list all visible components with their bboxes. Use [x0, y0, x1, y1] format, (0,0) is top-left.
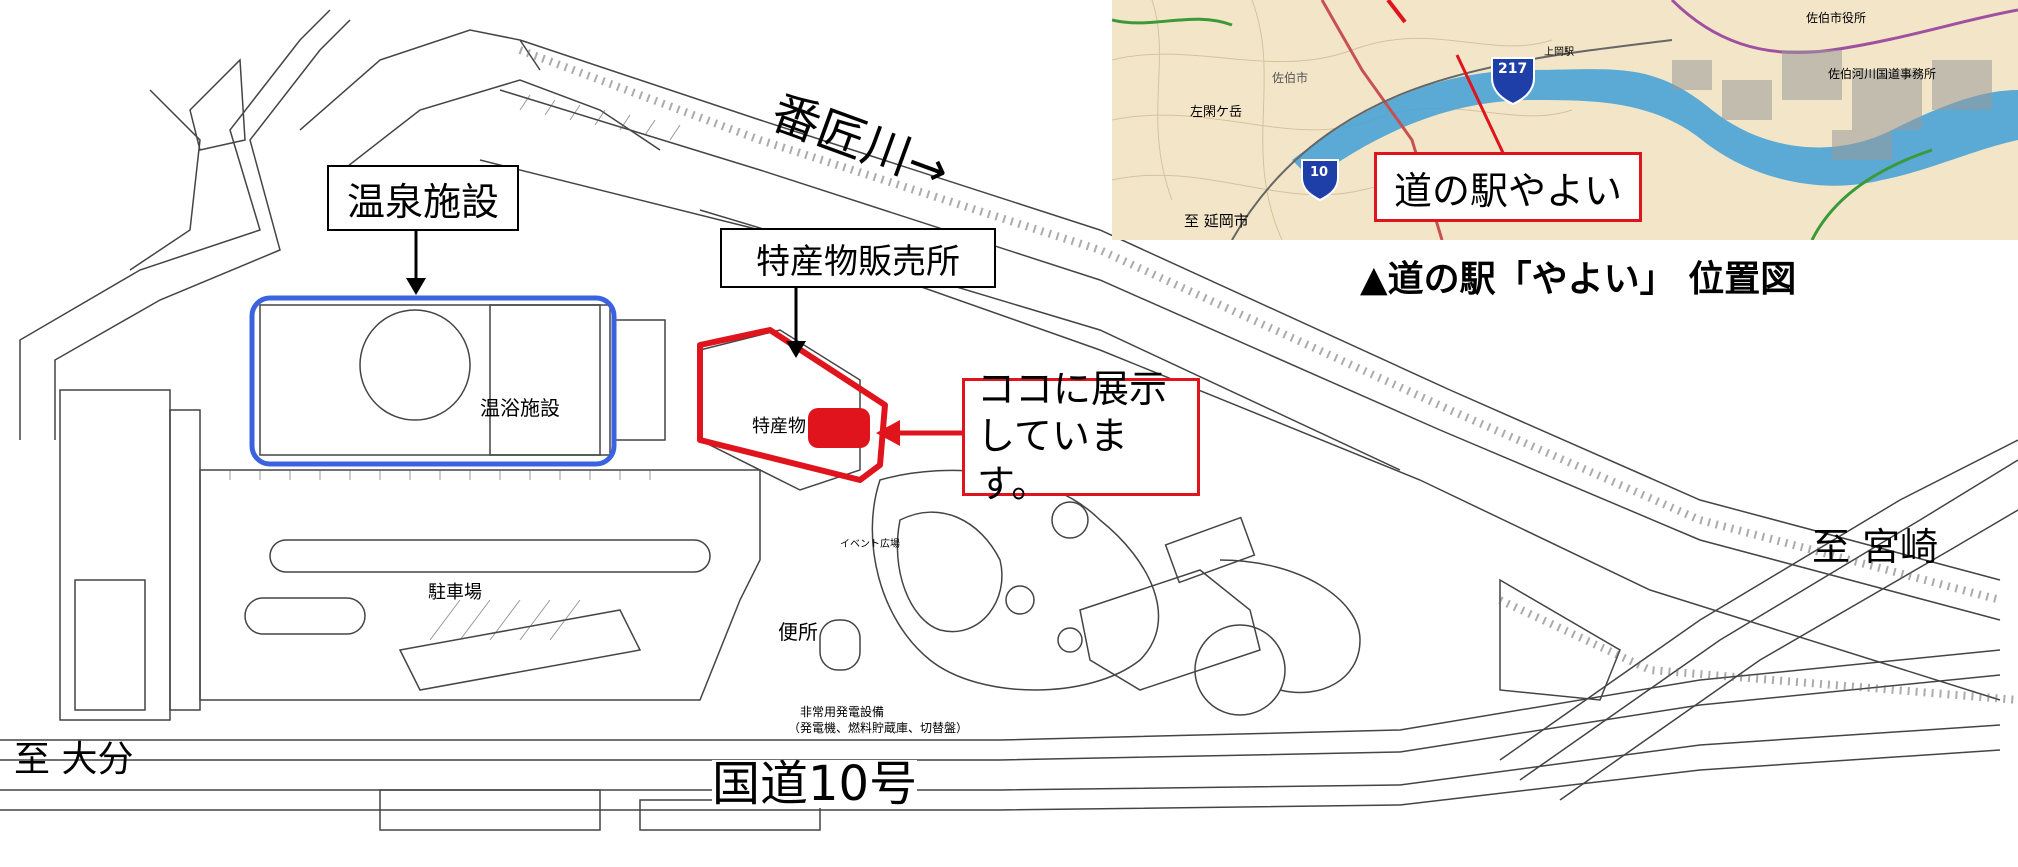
inset-cityhall-label: 佐伯市役所: [1806, 11, 1867, 25]
embankment-left: [19, 9, 331, 440]
route-10-shield-icon: [1301, 159, 1339, 202]
embankment-left-inner: [54, 19, 351, 440]
generator-label-1: 非常用発電設備: [800, 705, 885, 719]
route10-road: [0, 649, 2001, 741]
inset-city-label: 佐伯市: [1272, 71, 1309, 85]
inset-caption: ▲道の駅「やよい」 位置図: [1360, 259, 1797, 300]
route10-label: 国道10号: [712, 756, 918, 812]
tokusan-callout: 特産物販売所: [720, 228, 996, 288]
route-10-number: 10: [1310, 165, 1329, 180]
exhibit-marker: [808, 408, 870, 448]
to-oita-label: 至 大分: [14, 739, 134, 780]
tokusan-small-label: 特産物: [752, 416, 806, 437]
inset-river-office-label: 佐伯河川国道事務所: [1828, 67, 1937, 81]
onsen-highlight: [249, 295, 617, 467]
inset-location-map: 217 10 佐伯市 左閑ケ岳 至 延岡市 佐伯市役所 上岡駅 佐伯河川国道事務…: [1112, 0, 2018, 240]
to-miyazaki-label: 至 宮崎: [1812, 525, 1939, 569]
inset-station-callout: 道の駅やよい: [1374, 152, 1642, 222]
onyoku-label: 温浴施設: [480, 396, 560, 420]
inset-kamioka-label: 上岡駅: [1544, 47, 1574, 58]
event-area-label: イベント広場: [840, 539, 900, 550]
onsen-callout-label: 温泉施設: [346, 179, 499, 224]
inset-mountain-label: 左閑ケ岳: [1190, 105, 1243, 120]
toilet-label: 便所: [778, 620, 818, 644]
route-217-number: 217: [1498, 61, 1528, 77]
exhibit-callout-line1: ココに展示: [977, 366, 1168, 411]
parking-label: 駐車場: [428, 582, 482, 603]
inset-station-label: 道の駅やよい: [1393, 168, 1622, 213]
exhibit-callout-line2: しています。: [977, 414, 1128, 506]
route-217-shield-icon: [1491, 57, 1535, 106]
onsen-callout: 温泉施設: [327, 165, 519, 231]
tokusan-callout-label: 特産物販売所: [756, 241, 960, 282]
tokusan-highlight: [697, 327, 888, 483]
generator-label-2: （発電機、燃料貯蔵庫、切替盤）: [788, 721, 969, 735]
exhibit-callout: ココに展示 しています。: [962, 367, 1200, 506]
inset-nobeoka-label: 至 延岡市: [1184, 212, 1249, 230]
river-bank-line: [519, 39, 2001, 581]
